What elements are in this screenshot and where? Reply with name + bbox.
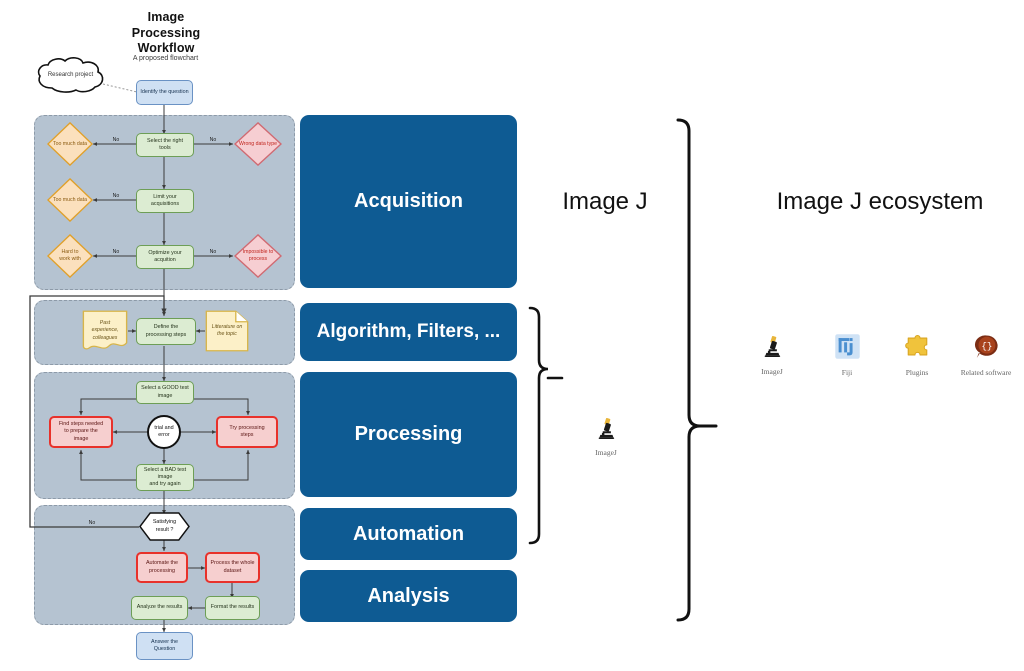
edge-label-no: No (89, 520, 96, 526)
banner-label: Analysis (367, 584, 450, 607)
banner-label: Processing (354, 423, 463, 445)
node-identify-question[interactable]: Identify the question (136, 80, 193, 105)
page-subtitle: A proposed flowchart (132, 55, 199, 62)
eco-item-imagej[interactable]: ImageJ (733, 333, 811, 376)
edge-label-no: No (113, 193, 120, 199)
eco-item-plugins[interactable]: Plugins (878, 333, 956, 377)
eco-item-related-software[interactable]: {} Related software (947, 333, 1024, 377)
node-label: Too much data (52, 196, 88, 203)
banner-automation[interactable]: Automation (300, 508, 517, 560)
banner-label: Algorithm, Filters, ... (316, 321, 501, 342)
edge-label-no: No (210, 137, 217, 143)
node-label: Wrong data type (239, 140, 277, 147)
microscope-icon (764, 335, 781, 357)
node-too-much-data-1[interactable]: Too much data (47, 122, 93, 166)
node-label: Format the results (210, 604, 255, 611)
page-title-line-2: Processing (131, 25, 201, 40)
node-format-results[interactable]: Format the results (205, 596, 260, 620)
banner-processing[interactable]: Processing (300, 372, 517, 497)
ecosystem-column-title: Image J ecosystem (776, 188, 984, 215)
edge-label-no: No (113, 249, 120, 255)
node-too-much-data-2[interactable]: Too much data (47, 178, 93, 222)
edge-label-no: No (210, 249, 217, 255)
node-label: Too much data (52, 140, 88, 147)
imagej-icon-item[interactable]: ImageJ (576, 415, 636, 457)
cloud-label: Research project (47, 72, 94, 78)
banner-acquisition[interactable]: Acquisition (300, 115, 517, 288)
edge-label-no: No (113, 137, 120, 143)
node-label: Analyze the results (136, 604, 183, 611)
eco-item-fiji[interactable]: Fiji (808, 333, 886, 377)
node-label: Identify the question (140, 88, 189, 95)
microscope-icon (598, 417, 615, 439)
eco-caption: ImageJ (761, 367, 783, 376)
page-title-line-1: Image (147, 10, 185, 24)
banner-algorithm[interactable]: Algorithm, Filters, ... (300, 303, 517, 361)
node-analyze-results[interactable]: Analyze the results (131, 596, 188, 620)
code-bubble-icon: {} (974, 335, 998, 358)
banner-analysis[interactable]: Analysis (300, 570, 517, 622)
fiji-logo-icon (834, 334, 860, 359)
puzzle-piece-icon (904, 335, 927, 356)
page-title-line-3: Workflow (137, 41, 195, 56)
node-wrong-data-type[interactable]: Wrong data type (234, 122, 282, 166)
eco-caption: Plugins (905, 368, 929, 377)
imagej-icon-caption: ImageJ (595, 448, 617, 457)
imagej-column-title: Image J (562, 188, 648, 215)
banner-label: Automation (352, 522, 465, 545)
page-title: Image Processing Workflow (121, 10, 211, 57)
svg-text:{}: {} (981, 341, 992, 352)
banner-label: Acquisition (354, 190, 463, 212)
cloud-research-project: Research project (33, 55, 108, 95)
eco-caption: Fiji (841, 368, 853, 377)
eco-caption: Related software (960, 368, 1012, 377)
